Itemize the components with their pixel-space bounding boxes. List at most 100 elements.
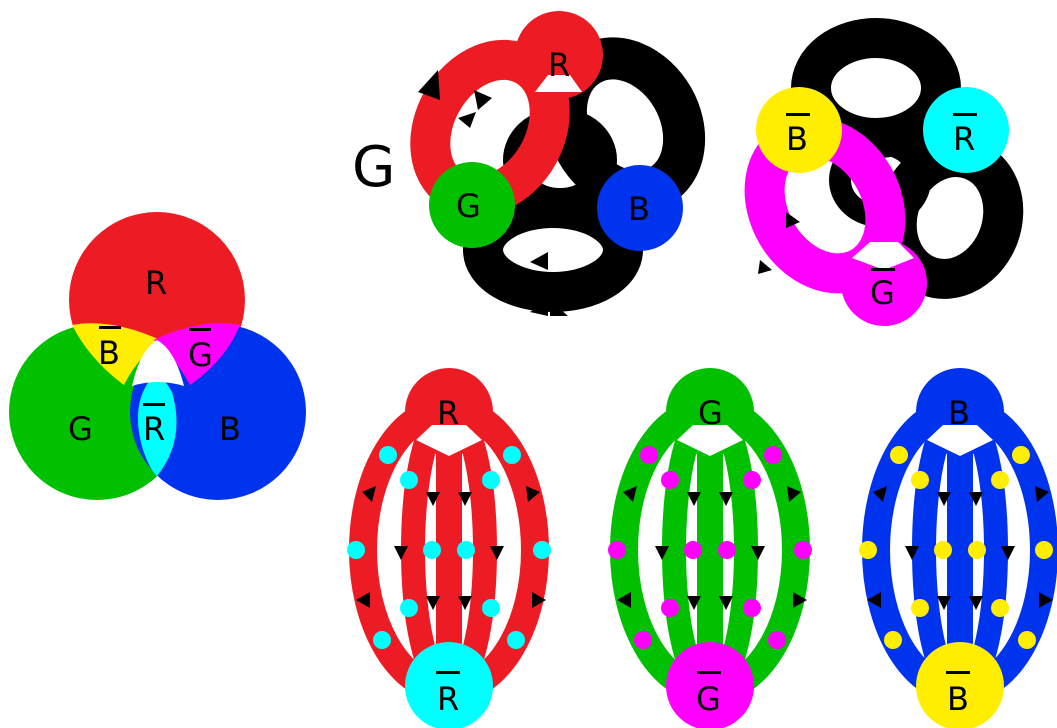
- lens-red-junction: [379, 446, 397, 464]
- lens-blue-diagram: B B: [859, 368, 1057, 728]
- lens-green-junction: [661, 471, 679, 489]
- complement-node-yellow-label: B: [786, 120, 808, 158]
- lens-blue-arrow: [873, 486, 887, 502]
- primary-arrow-7: [550, 300, 568, 316]
- lens-green-top-label: G: [698, 394, 723, 432]
- complement-node-cyan-overbar: [953, 113, 977, 116]
- lens-green-junction: [661, 599, 679, 617]
- lens-green-diagram: G G: [608, 368, 812, 728]
- lens-green-arrow: [787, 486, 801, 502]
- lens-red-bottom-overbar: [436, 671, 460, 674]
- lens-green-junctions: [608, 446, 812, 649]
- complement-arrow-1: [856, 18, 872, 36]
- primary-node-blue[interactable]: [597, 165, 683, 251]
- lens-blue-junctions: [859, 446, 1053, 649]
- venn-yellow-label: B: [98, 334, 120, 372]
- lens-blue-junction: [968, 541, 986, 559]
- primary-node-green[interactable]: [429, 162, 515, 248]
- venn-magenta-overlap: [154, 323, 240, 385]
- venn-cyan-overlap: [137, 372, 177, 476]
- lens-red-junction: [347, 541, 365, 559]
- lens-red-junctions: [347, 446, 551, 649]
- lens-blue-junction: [911, 471, 929, 489]
- venn-white-center: [132, 340, 184, 386]
- venn-blue-label: B: [219, 410, 241, 448]
- lens-green-arrows: [617, 486, 807, 610]
- venn-yellow-overbar: [99, 326, 121, 329]
- lens-red-top-label: R: [437, 394, 459, 432]
- lens-red-junction: [482, 599, 500, 617]
- lens-green-junction: [640, 446, 658, 464]
- lens-green-junction: [743, 471, 761, 489]
- lens-blue-arrows: [867, 486, 1053, 610]
- lens-red-junction: [482, 471, 500, 489]
- lens-green-bottom-overbar: [697, 671, 721, 674]
- lens-green-junction: [718, 541, 736, 559]
- complement-node-magenta-label: G: [870, 274, 895, 312]
- primary-node-red-label: R: [548, 46, 570, 84]
- primary-node-blue-label: B: [628, 190, 650, 228]
- lens-green-arrow: [623, 486, 637, 502]
- primary-arrow-6: [530, 300, 548, 316]
- primary-node-green-label: G: [456, 187, 481, 225]
- complement-node-cyan-label: R: [953, 120, 975, 158]
- lens-green-bottom-node[interactable]: [666, 642, 754, 728]
- lens-red-junction: [400, 599, 418, 617]
- lens-red-arrow: [362, 486, 376, 502]
- lens-blue-bottom-overbar: [946, 671, 970, 674]
- complement-node-cyan[interactable]: [923, 87, 1009, 173]
- lens-red-junction: [457, 541, 475, 559]
- complement-triangle-diagram: B R G: [744, 18, 1024, 326]
- lens-blue-junction: [1035, 541, 1053, 559]
- lens-red-arrow: [532, 592, 546, 608]
- complement-node-yellow-overbar: [786, 113, 810, 116]
- lens-green-arrow: [655, 546, 669, 560]
- lens-green-arrow: [687, 596, 701, 610]
- lens-blue-arrow: [937, 492, 951, 506]
- lens-red-bottom-label: R: [437, 680, 459, 718]
- lens-red-arrow: [526, 486, 540, 502]
- complement-node-magenta-overbar: [871, 268, 895, 271]
- lens-blue-arrow: [969, 596, 983, 610]
- lens-green-junction: [764, 446, 782, 464]
- lens-green-junction: [634, 631, 652, 649]
- lens-blue-junction: [1012, 446, 1030, 464]
- primary-arrow-8: [530, 252, 548, 270]
- lens-green-arrow: [719, 596, 733, 610]
- lens-red-junction: [400, 471, 418, 489]
- lens-green-top-white-wedge: [677, 425, 743, 456]
- primary-triangle-diagram: G R G B: [352, 11, 706, 316]
- lens-red-bottom-node[interactable]: [405, 642, 493, 728]
- venn-green-label: G: [68, 410, 93, 448]
- lens-blue-junction: [1018, 631, 1036, 649]
- primary-node-red[interactable]: [515, 11, 603, 99]
- complement-arrow-3: [786, 212, 800, 228]
- lens-blue-top-white-wedge: [927, 425, 993, 456]
- lens-red-arrow: [426, 492, 440, 506]
- primary-arrow-2: [474, 90, 492, 110]
- lens-blue-junction: [991, 599, 1009, 617]
- lens-green-arrow: [687, 492, 701, 506]
- lens-red-arrow: [458, 492, 472, 506]
- lens-blue-arrow: [1001, 546, 1015, 560]
- lens-blue-junction: [884, 631, 902, 649]
- rgb-venn-diagram: R G B B G R: [9, 212, 306, 500]
- venn-cyan-label: R: [143, 410, 165, 448]
- lens-blue-junction: [911, 599, 929, 617]
- lens-red-junction: [507, 631, 525, 649]
- primary-arrow-3: [458, 112, 476, 128]
- complement-node-yellow[interactable]: [756, 87, 842, 173]
- lens-blue-bottom-node[interactable]: [916, 642, 1004, 728]
- lens-red-arrow: [356, 592, 370, 608]
- lens-blue-junction: [859, 541, 877, 559]
- primary-node-red-white-wedge: [535, 75, 582, 92]
- venn-yellow-overlap: [72, 323, 160, 385]
- lens-green-junction: [684, 541, 702, 559]
- lens-blue-arrow: [867, 592, 881, 608]
- lens-blue-junction: [890, 446, 908, 464]
- lens-blue-arrow: [969, 492, 983, 506]
- lens-blue-top-label: B: [948, 394, 970, 432]
- venn-cyan-overbar: [143, 403, 165, 406]
- complement-arrow-2: [872, 18, 890, 36]
- lens-green-junction: [794, 541, 812, 559]
